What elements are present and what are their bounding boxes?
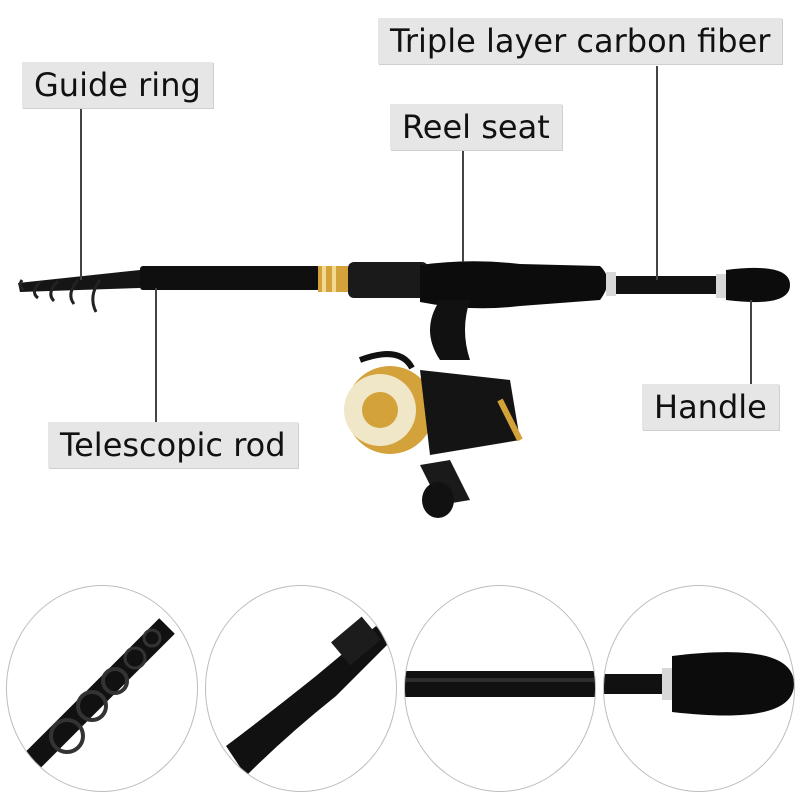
callout-triple-layer-carbon-fiber: Triple layer carbon fiber (378, 18, 783, 64)
leader-handle (750, 300, 752, 384)
leader-triple-layer (656, 66, 658, 280)
detail-handle-butt (603, 585, 795, 792)
leader-reel-seat (462, 150, 464, 262)
foam-grip (420, 261, 608, 309)
leader-telescopic-rod (155, 288, 157, 424)
leader-guide-ring (80, 108, 82, 280)
spinning-reel (344, 300, 523, 518)
callout-telescopic-rod: Telescopic rod (48, 422, 298, 468)
rear-blank (616, 276, 724, 294)
detail-guide-rings (6, 585, 198, 792)
callout-handle: Handle (642, 384, 779, 430)
callout-reel-seat: Reel seat (390, 104, 562, 150)
reel-seat (348, 262, 428, 298)
telescopic-blank (140, 266, 320, 290)
callout-guide-ring: Guide ring (22, 62, 213, 108)
detail-carbon-blank (404, 585, 596, 792)
butt-cap (726, 267, 790, 303)
detail-reel-seat-grip (205, 585, 397, 792)
guide-ring-tips (18, 270, 140, 313)
